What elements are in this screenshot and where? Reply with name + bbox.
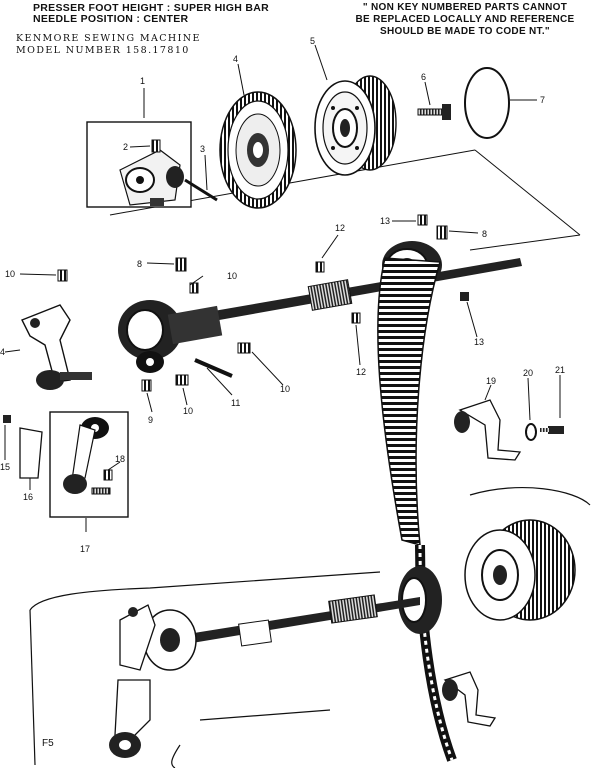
- callout-4-left: 4: [0, 347, 5, 357]
- model-number: MODEL NUMBER 158.17810: [16, 45, 190, 56]
- callout-4: 4: [233, 54, 238, 64]
- callout-20: 20: [523, 368, 533, 378]
- callouts: 1 2 3 4 5 6 7 8 8 9 10 10 10 10 11 12 12…: [0, 36, 565, 554]
- part-6-screw: [417, 104, 451, 120]
- timing-belt: [377, 257, 457, 762]
- callout-5: 5: [310, 36, 315, 46]
- callout-7: 7: [540, 95, 545, 105]
- part-5-pulley: [314, 75, 397, 176]
- part-21-screw: [540, 426, 564, 434]
- part-16-bracket: [3, 415, 43, 479]
- parts-note: " NON KEY NUMBERED PARTS CANNOT BE REPLA…: [340, 2, 590, 38]
- callout-15: 15: [0, 462, 10, 472]
- callout-10-d: 10: [183, 406, 193, 416]
- callout-8-left: 8: [137, 259, 142, 269]
- part-1-eccentric-assembly: [86, 121, 218, 208]
- lower-shaft: [150, 594, 420, 650]
- callout-10-b: 10: [227, 271, 237, 281]
- part-7-cover-plate: [464, 67, 510, 139]
- parts-note-line-2: BE REPLACED LOCALLY AND REFERENCE: [355, 14, 575, 25]
- callout-2: 2: [123, 142, 128, 152]
- callout-21: 21: [555, 365, 565, 375]
- callout-13-bottom: 13: [474, 337, 484, 347]
- part-20-washer: [525, 423, 537, 441]
- lower-bracket: [442, 671, 497, 727]
- callout-18: 18: [115, 454, 125, 464]
- callout-12-bottom: 12: [356, 367, 366, 377]
- lower-gear-pulley: [464, 519, 576, 621]
- parts-note-line-3: SHOULD BE MADE TO CODE NT.": [380, 26, 550, 37]
- parts-note-line-1: " NON KEY NUMBERED PARTS CANNOT: [362, 2, 568, 13]
- part-19-bracket: [454, 399, 522, 461]
- callout-11: 11: [231, 398, 240, 408]
- machine-name: KENMORE SEWING MACHINE: [16, 33, 201, 44]
- presser-foot-height: PRESSER FOOT HEIGHT : SUPER HIGH BAR: [33, 2, 269, 14]
- callout-19: 19: [486, 376, 496, 386]
- callout-16: 16: [23, 492, 33, 502]
- callout-13-top: 13: [380, 216, 390, 226]
- set-screws: [57, 214, 469, 392]
- callout-17: 17: [80, 544, 90, 554]
- callout-10-a: 10: [5, 269, 15, 279]
- hook-drive-assembly: [109, 604, 197, 758]
- callout-8-right: 8: [482, 229, 487, 239]
- callout-3: 3: [200, 144, 205, 154]
- callout-9: 9: [148, 415, 153, 425]
- main-shaft: [118, 258, 522, 378]
- figure-id: F5: [42, 738, 54, 749]
- part-17-link-assembly: [49, 411, 129, 518]
- needle-position: NEEDLE POSITION : CENTER: [33, 13, 189, 25]
- callout-1: 1: [140, 76, 145, 86]
- part-4-lever: [21, 304, 92, 390]
- machine-body: [29, 486, 591, 768]
- leader-lines: [4, 44, 561, 532]
- callout-6: 6: [421, 72, 426, 82]
- callout-10-c: 10: [280, 384, 290, 394]
- callout-12-top: 12: [335, 223, 345, 233]
- part-4-gear: [219, 91, 297, 209]
